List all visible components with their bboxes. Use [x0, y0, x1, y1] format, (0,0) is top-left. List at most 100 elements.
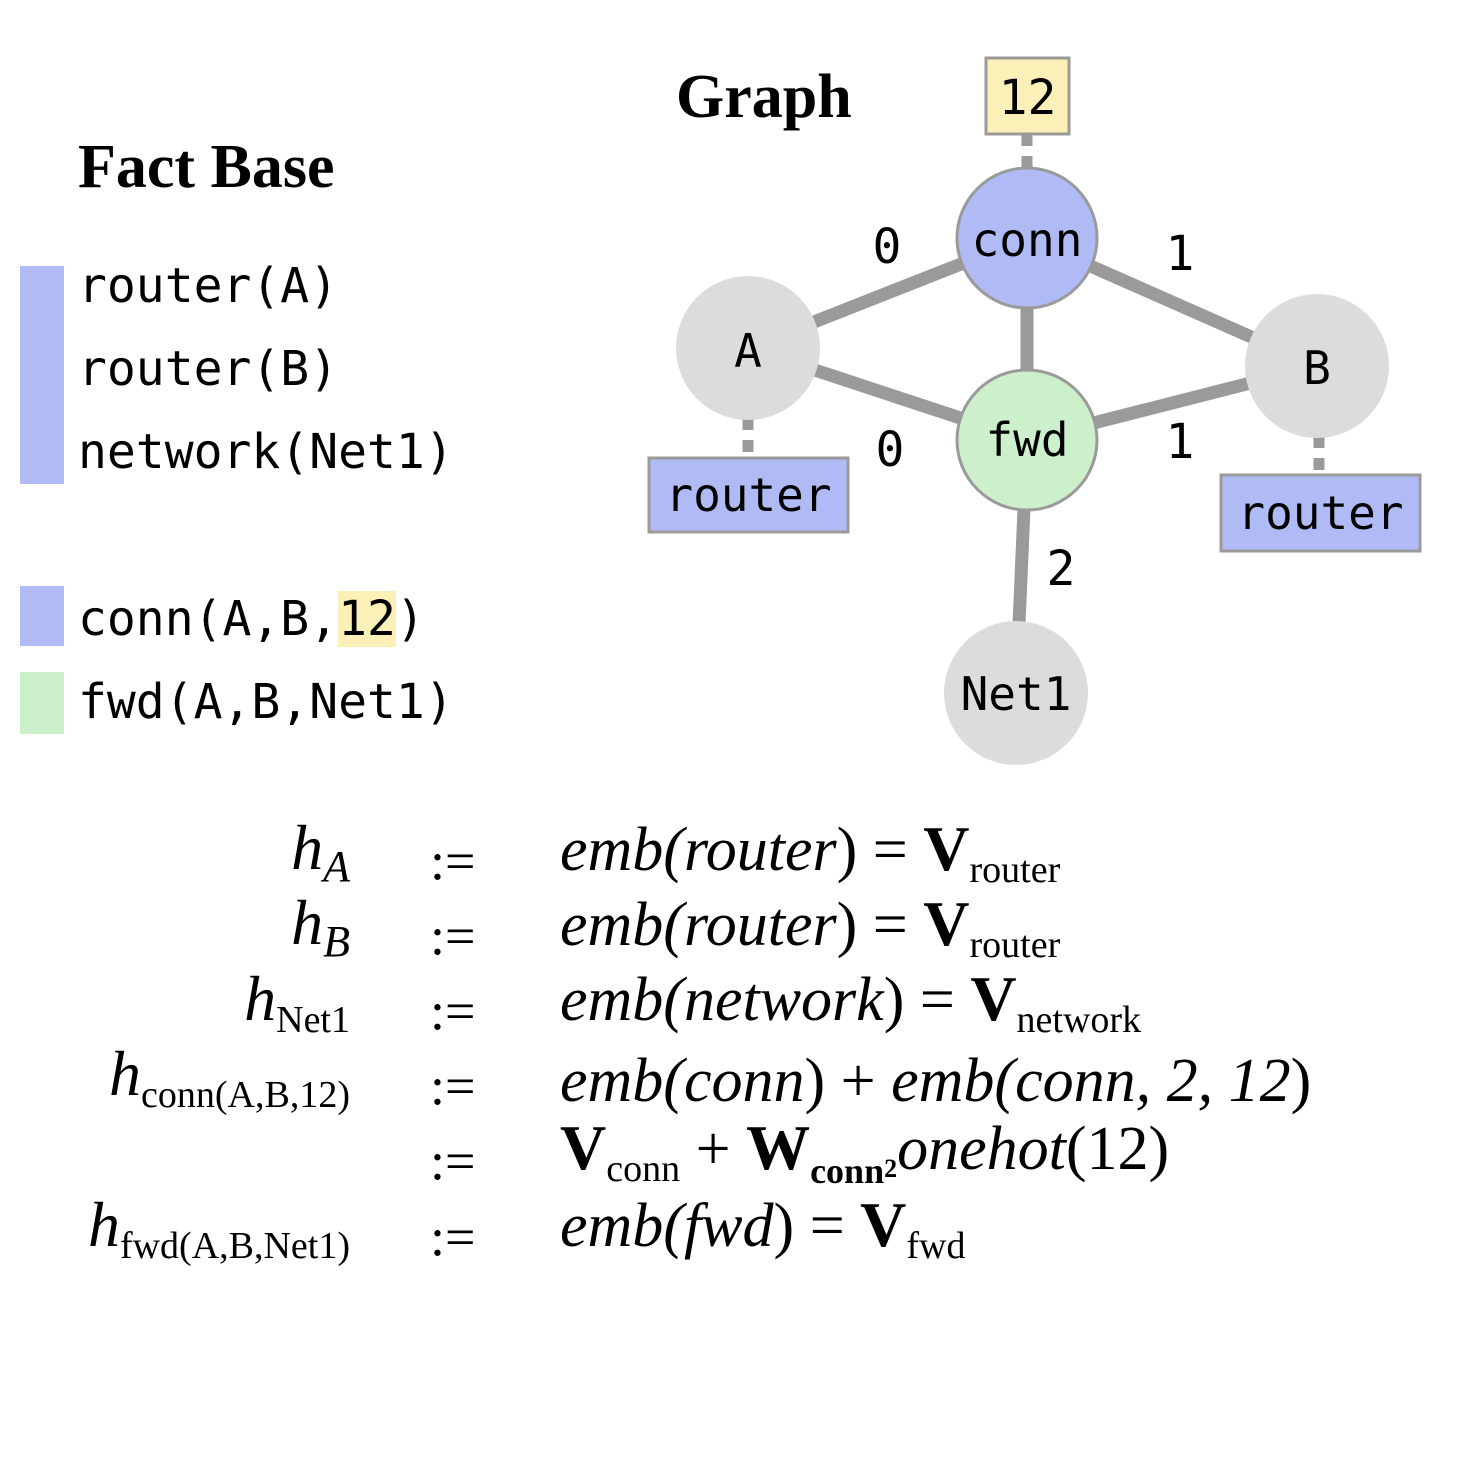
rhs-part: conn — [683, 1047, 805, 1115]
h-subscript: Net1 — [276, 999, 350, 1041]
node-a — [676, 276, 820, 420]
rhs-matrix: V — [560, 1112, 607, 1183]
conn-fact-color-bar — [20, 586, 64, 646]
rhs-part: fwd — [683, 1192, 774, 1260]
equation-rhs: emb(conn) + emb(conn, 2, 12) — [560, 1046, 1311, 1117]
h-symbol: h — [109, 1038, 142, 1109]
node-b — [1245, 294, 1389, 438]
node-label-net1: Net1 — [961, 667, 1072, 721]
rhs-matrix: V — [923, 888, 970, 959]
graph-title: Graph — [676, 63, 852, 131]
graph-diagram: 12 router router conn A B fwd Net1 0 1 0… — [647, 56, 1422, 765]
rhs-part: emb( — [560, 966, 684, 1034]
rhs-matrix: V — [860, 1189, 907, 1260]
equation-row: hconn(A,B,12) := emb(conn) + emb(conn, 2… — [0, 1038, 1480, 1123]
edge-label-conn-b: 1 — [1166, 226, 1195, 282]
edge-label-fwd-a: 0 — [876, 422, 905, 478]
rhs-subscript: router — [969, 849, 1061, 891]
rhs-part: ) = — [883, 966, 971, 1034]
rhs-subscript: conn — [606, 1148, 681, 1190]
equation-row: hB := emb(router) = Vrouter — [0, 887, 1480, 973]
equation-lhs: hconn(A,B,12) — [109, 1037, 350, 1117]
equation-row: hA := emb(router) = Vrouter — [0, 812, 1480, 898]
equation-row: hfwd(A,B,Net1) := emb(fwd) = Vfwd — [0, 1189, 1480, 1274]
attr-label-router-b: router — [1237, 486, 1403, 540]
attr-label-12: 12 — [999, 70, 1057, 126]
edge-label-conn-a: 0 — [873, 219, 902, 275]
rhs-subsubscript: 2 — [884, 1154, 898, 1183]
equation-lhs: hfwd(A,B,Net1) — [88, 1188, 350, 1268]
attr-box-12 — [984, 56, 1071, 136]
rhs-matrix: V — [923, 813, 970, 884]
edge-label-fwd-b: 1 — [1166, 414, 1195, 470]
fwd-fact-color-bar — [20, 672, 64, 734]
equation-lhs: hA — [291, 811, 350, 892]
assign-symbol: := — [430, 1207, 476, 1267]
fact-conn-numeric-highlight: 12 — [338, 591, 396, 647]
h-subscript: fwd(A,B,Net1) — [119, 1225, 350, 1267]
attr-box-router-a — [647, 456, 850, 534]
h-symbol: h — [244, 963, 277, 1034]
node-net1 — [944, 621, 1088, 765]
equation-rhs: emb(router) = Vrouter — [560, 887, 1060, 967]
rhs-subscript: fwd — [906, 1225, 966, 1267]
equation-rhs: emb(router) = Vrouter — [560, 812, 1060, 892]
rhs-subscript: router — [969, 924, 1061, 966]
rhs-part: ) = — [836, 891, 924, 959]
h-symbol: h — [87, 1189, 120, 1260]
assign-symbol: := — [430, 981, 476, 1041]
rhs-part: emb( — [891, 1047, 1016, 1115]
rhs-part: (12) — [1065, 1115, 1170, 1183]
edge-label-fwd-net1: 2 — [1047, 541, 1076, 597]
assign-symbol: := — [430, 906, 476, 966]
rhs-subscript: conn — [810, 1151, 885, 1191]
h-symbol: h — [291, 887, 324, 958]
rhs-subscript: network — [1016, 999, 1142, 1041]
equation-row: hNet1 := emb(network) = Vnetwork — [0, 963, 1480, 1048]
node-fwd — [955, 368, 1099, 512]
h-subscript: B — [323, 917, 350, 966]
h-subscript: A — [323, 842, 350, 891]
fact-fwd: fwd(A,B,Net1) — [78, 674, 454, 730]
assign-symbol: := — [430, 831, 476, 891]
rhs-part: emb( — [560, 891, 684, 959]
equation-rhs: emb(fwd) = Vfwd — [560, 1188, 966, 1268]
node-label-b: B — [1303, 341, 1331, 395]
node-label-a: A — [734, 324, 762, 378]
rhs-part: router — [683, 891, 837, 959]
equation-row: := Vconn + Wconn2onehot(12) — [0, 1112, 1480, 1198]
fact-conn-prefix: conn(A,B, — [78, 591, 339, 647]
rhs-matrix: W — [746, 1112, 811, 1183]
rhs-part: conn, 2, 12 — [1015, 1047, 1291, 1115]
node-conn — [955, 166, 1099, 310]
fact-router-b: router(B) — [78, 341, 339, 397]
attr-box-router-b — [1219, 473, 1422, 553]
equation-rhs: emb(network) = Vnetwork — [560, 962, 1141, 1042]
fact-network-net1: network(Net1) — [78, 424, 454, 480]
rhs-part: + — [680, 1115, 747, 1183]
equation-lhs: hNet1 — [244, 962, 350, 1042]
rhs-part: onehot — [897, 1115, 1066, 1183]
rhs-part: ) = — [836, 816, 924, 884]
rhs-part: ) + — [804, 1047, 892, 1115]
rhs-part: ) = — [773, 1192, 861, 1260]
node-label-fwd: fwd — [985, 413, 1068, 467]
rhs-part: emb( — [560, 816, 684, 884]
assign-symbol: := — [430, 1131, 476, 1191]
rhs-part: emb( — [560, 1192, 684, 1260]
h-symbol: h — [291, 812, 324, 883]
equation-rhs: Vconn + Wconn2onehot(12) — [560, 1111, 1169, 1192]
fact-conn: conn(A,B,12) — [78, 591, 425, 647]
equation-lhs: hB — [291, 886, 350, 967]
fact-base-title: Fact Base — [78, 133, 335, 201]
rhs-part: emb( — [560, 1047, 684, 1115]
rhs-part: ) — [1290, 1047, 1312, 1115]
unary-facts-color-bar — [20, 266, 64, 484]
rhs-part: router — [683, 816, 837, 884]
fact-conn-suffix: ) — [395, 591, 425, 647]
rhs-part: network — [683, 966, 884, 1034]
fact-router-a: router(A) — [78, 258, 339, 314]
h-subscript: conn(A,B,12) — [141, 1074, 350, 1116]
attr-label-router-a: router — [665, 468, 831, 522]
rhs-matrix: V — [970, 963, 1017, 1034]
